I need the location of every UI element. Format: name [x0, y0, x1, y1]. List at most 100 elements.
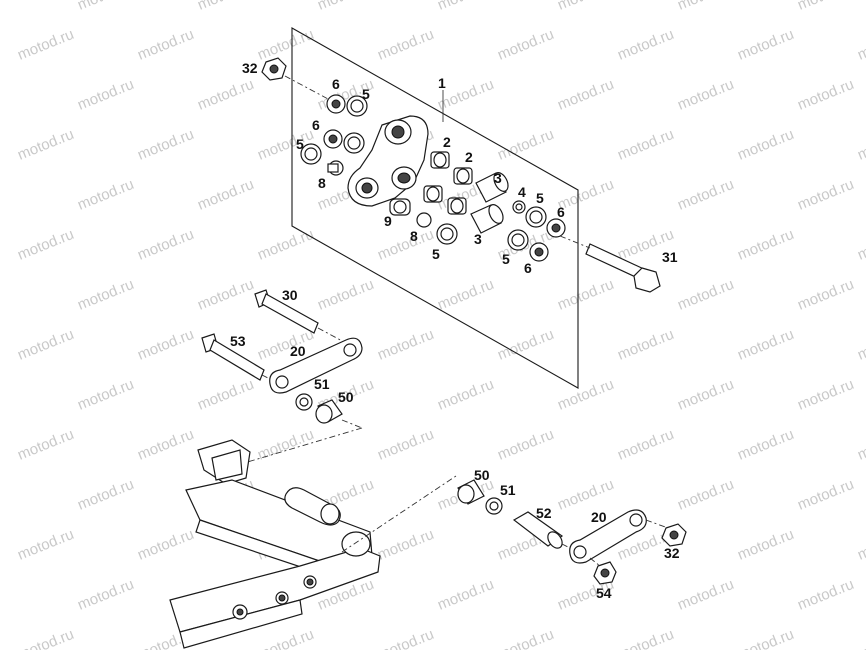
dash-frame-upper [233, 427, 363, 467]
watermark-text-15: motod.ru [75, 76, 136, 114]
watermark-text-37: motod.ru [15, 226, 76, 264]
callout-53: 53 [230, 333, 246, 349]
watermark-text-101: motod.ru [495, 626, 556, 650]
watermark-text-85: motod.ru [375, 526, 436, 564]
watermark-text-0: motod.ru [75, 0, 136, 14]
callout-6a: 6 [332, 76, 340, 92]
dash-32-lower [645, 519, 669, 529]
motorcycle-frame [169, 439, 381, 649]
watermark-text-6: motod.ru [795, 0, 856, 14]
watermark-text-59: motod.ru [855, 326, 866, 364]
watermark-text-22: motod.ru [15, 126, 76, 164]
callout-5e: 5 [502, 251, 510, 267]
watermark-text-8: motod.ru [135, 26, 196, 64]
watermark-text-47: motod.ru [315, 276, 376, 314]
callout-5a: 5 [362, 86, 370, 102]
nut-32-lower [661, 523, 687, 547]
nut-54 [593, 561, 617, 585]
callout-54: 54 [596, 585, 612, 601]
callout-9: 9 [384, 213, 392, 229]
watermark-text-30: motod.ru [75, 176, 136, 214]
dash-frame-lower [341, 475, 457, 553]
callout-6c: 6 [557, 204, 565, 220]
watermark-text-21: motod.ru [795, 76, 856, 114]
watermark-text-48: motod.ru [435, 276, 496, 314]
watermark-text-61: motod.ru [195, 376, 256, 414]
watermark-text-3: motod.ru [435, 0, 496, 14]
bearings-center [389, 151, 473, 245]
watermark-text-2: motod.ru [315, 0, 376, 14]
callout-5c: 5 [536, 190, 544, 206]
watermark-text-28: motod.ru [735, 126, 796, 164]
watermark-text-68: motod.ru [135, 426, 196, 464]
watermark-text-36: motod.ru [795, 176, 856, 214]
sleeves-and-seals-right [470, 172, 566, 262]
dash-52 [561, 543, 575, 551]
watermark-text-14: motod.ru [855, 26, 866, 64]
watermark-text-52: motod.ru [15, 326, 76, 364]
watermark-text-58: motod.ru [735, 326, 796, 364]
watermark-text-81: motod.ru [795, 476, 856, 514]
watermark-text-95: motod.ru [675, 576, 736, 614]
watermark-text-45: motod.ru [75, 276, 136, 314]
watermark-text-83: motod.ru [135, 526, 196, 564]
dash-31 [559, 235, 591, 249]
watermark-text-40: motod.ru [375, 226, 436, 264]
dash-53 [261, 374, 277, 383]
callout-8a: 8 [318, 175, 326, 191]
watermark-text-80: motod.ru [675, 476, 736, 514]
watermark-text-16: motod.ru [195, 76, 256, 114]
watermark-text-102: motod.ru [615, 626, 676, 650]
washer-51-upper-hole [299, 397, 309, 407]
watermark-text-57: motod.ru [615, 326, 676, 364]
callout-31: 31 [662, 249, 678, 265]
nut-32-top [261, 57, 287, 81]
callout-20a: 20 [290, 343, 306, 359]
watermark-text-27: motod.ru [615, 126, 676, 164]
seals-left [300, 94, 368, 176]
callout-labels: 1 2 2 3 3 4 5 5 5 5 5 6 6 6 6 8 8 9 20 2… [230, 60, 680, 601]
callout-50a: 50 [338, 389, 354, 405]
watermark-text-5: motod.ru [675, 0, 736, 14]
dash-30 [317, 327, 347, 344]
watermark-text-96: motod.ru [795, 576, 856, 614]
watermark-text-90: motod.ru [75, 576, 136, 614]
watermark-text-100: motod.ru [375, 626, 436, 650]
dash-32-top [284, 75, 331, 101]
callout-32b: 32 [664, 545, 680, 561]
sleeve-52 [512, 511, 564, 549]
watermark-text-103: motod.ru [735, 626, 796, 650]
kit-frame [291, 27, 579, 389]
callout-8b: 8 [410, 228, 418, 244]
watermark-text-12: motod.ru [615, 26, 676, 64]
watermark-text-29: motod.ru [855, 126, 866, 164]
watermark-layer: motod.ru motod.ru motod.ru motod.ru motod.ru… [15, 0, 866, 650]
watermark-text-93: motod.ru [435, 576, 496, 614]
watermark-text-23: motod.ru [135, 126, 196, 164]
callout-20b: 20 [591, 509, 607, 525]
watermark-text-50: motod.ru [675, 276, 736, 314]
watermark-text-88: motod.ru [735, 526, 796, 564]
callout-51b: 51 [500, 482, 516, 498]
callout-2b: 2 [465, 149, 473, 165]
callout-4: 4 [518, 184, 526, 200]
callout-6b: 6 [312, 117, 320, 133]
watermark-text-69: motod.ru [255, 426, 316, 464]
watermark-text-35: motod.ru [675, 176, 736, 214]
callout-3a: 3 [494, 170, 502, 186]
watermark-text-65: motod.ru [675, 376, 736, 414]
watermark-text-74: motod.ru [855, 426, 866, 464]
watermark-text-44: motod.ru [855, 226, 866, 264]
watermark-text-70: motod.ru [375, 426, 436, 464]
watermark-text-72: motod.ru [615, 426, 676, 464]
watermark-text-31: motod.ru [195, 176, 256, 214]
dash-50-upper [341, 419, 363, 429]
watermark-text-66: motod.ru [795, 376, 856, 414]
watermark-text-104: motod.ru [855, 626, 866, 650]
watermark-text-53: motod.ru [135, 326, 196, 364]
watermark-text-97: motod.ru [15, 626, 76, 650]
watermark-text-13: motod.ru [735, 26, 796, 64]
washer-51-lower-hole [489, 501, 499, 511]
watermark-text-64: motod.ru [555, 376, 616, 414]
watermark-text-38: motod.ru [135, 226, 196, 264]
